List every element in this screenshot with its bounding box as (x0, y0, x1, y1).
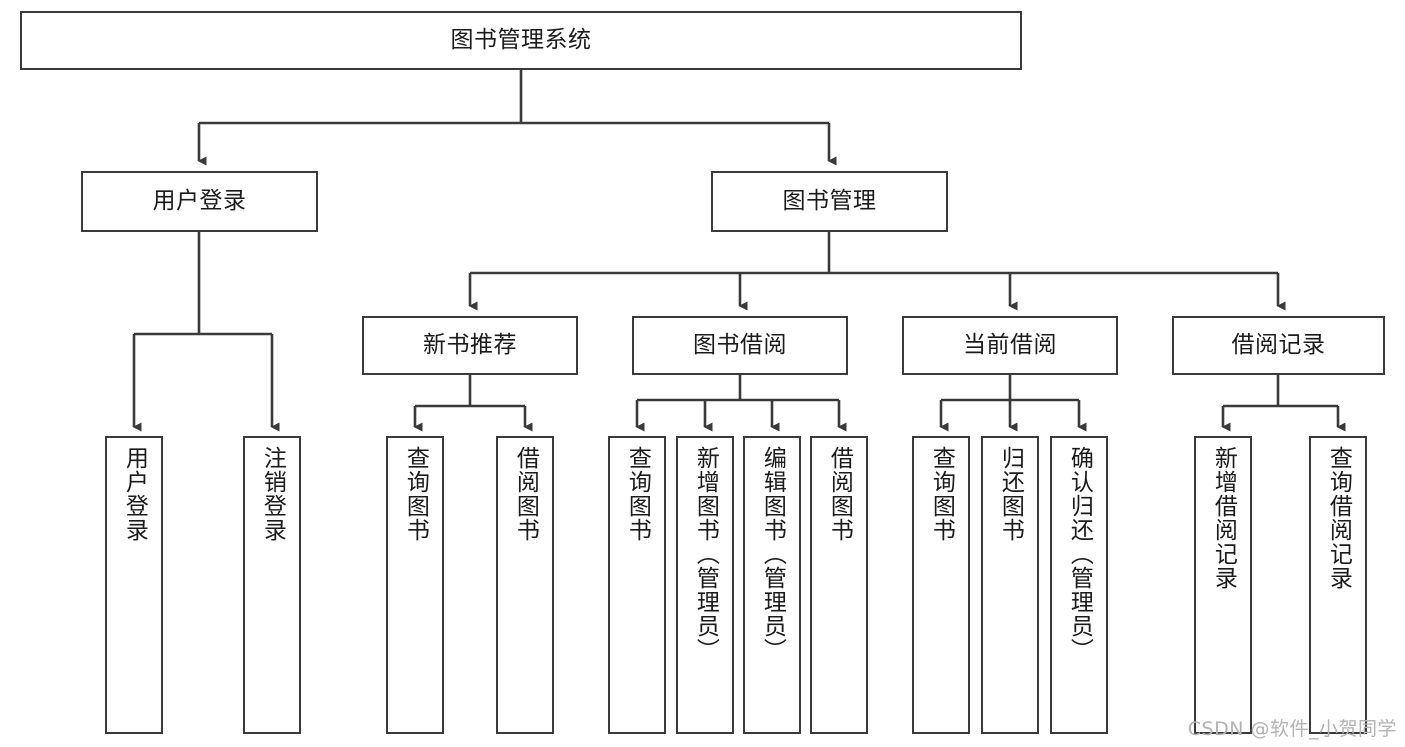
node-label: 图书管理系统 (450, 26, 592, 53)
node-leaf-bookborrow-add-book-admin[interactable]: 新增图书（管理员） (676, 436, 734, 734)
node-leaf-newbook-borrow-books[interactable]: 借阅图书 (496, 436, 554, 734)
node-label: 当前借阅 (963, 331, 1057, 358)
node-leaf-borrowrecord-add-record[interactable]: 新增借阅记录 (1194, 436, 1252, 734)
node-label: 图书管理 (782, 187, 877, 214)
node-label: 图书借阅 (693, 331, 787, 358)
node-leaf-bookborrow-query-books[interactable]: 查询图书 (608, 436, 666, 734)
node-label: 用户登录 (121, 446, 148, 542)
node-leaf-logout[interactable]: 注销登录 (243, 436, 301, 734)
node-leaf-borrowrecord-query-record[interactable]: 查询借阅记录 (1309, 436, 1367, 734)
node-leaf-currentborrow-confirm-return-admin[interactable]: 确认归还（管理员） (1050, 436, 1108, 734)
node-label: 借阅图书 (512, 446, 539, 542)
node-label: 归还图书 (997, 446, 1024, 542)
node-label: 借阅记录 (1231, 331, 1326, 358)
node-label: 借阅图书 (826, 446, 853, 542)
watermark-text: CSDN @软件_小贺同学 (1187, 718, 1397, 740)
node-label: 注销登录 (259, 446, 286, 542)
node-borrow-record[interactable]: 借阅记录 (1172, 316, 1385, 375)
node-leaf-user-login[interactable]: 用户登录 (105, 436, 163, 734)
node-label: 新书推荐 (423, 331, 517, 358)
node-leaf-bookborrow-borrow-books[interactable]: 借阅图书 (810, 436, 868, 734)
node-user-login[interactable]: 用户登录 (81, 171, 318, 232)
node-root-book-management-system[interactable]: 图书管理系统 (20, 11, 1022, 70)
node-label: 新增借阅记录 (1210, 446, 1237, 590)
node-label: 确认归还（管理员） (1066, 446, 1093, 662)
node-leaf-newbook-query-books[interactable]: 查询图书 (386, 436, 444, 734)
node-leaf-currentborrow-return-books[interactable]: 归还图书 (981, 436, 1039, 734)
node-book-management[interactable]: 图书管理 (711, 171, 948, 232)
node-leaf-currentborrow-query-books[interactable]: 查询图书 (912, 436, 970, 734)
node-label: 用户登录 (152, 187, 247, 214)
node-label: 查询图书 (928, 446, 955, 542)
node-label: 查询图书 (624, 446, 651, 542)
node-leaf-bookborrow-edit-book-admin[interactable]: 编辑图书（管理员） (743, 436, 801, 734)
node-label: 查询图书 (402, 446, 429, 542)
node-new-book-recommend[interactable]: 新书推荐 (362, 316, 578, 375)
node-label: 新增图书（管理员） (692, 446, 719, 662)
node-current-borrow[interactable]: 当前借阅 (902, 316, 1118, 375)
node-label: 编辑图书（管理员） (759, 446, 786, 662)
node-book-borrow[interactable]: 图书借阅 (632, 316, 848, 375)
node-label: 查询借阅记录 (1325, 446, 1352, 590)
